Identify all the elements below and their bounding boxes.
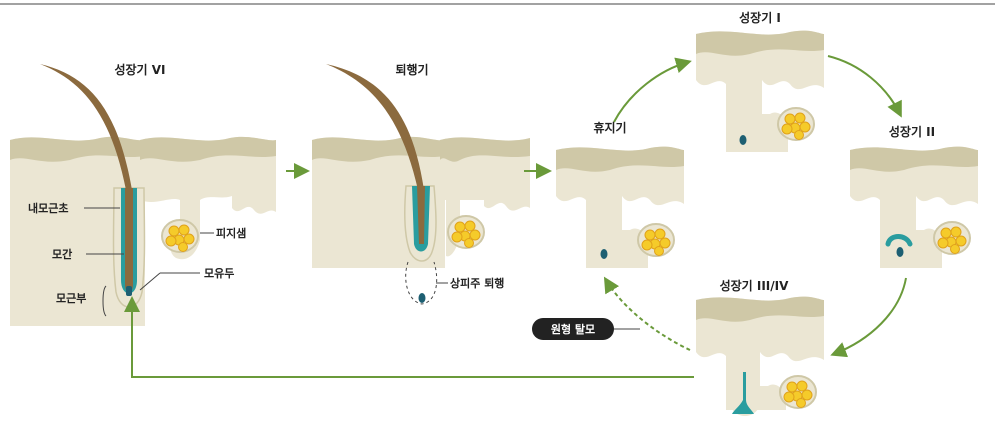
arrow-iii-to-telogen-dashed xyxy=(606,280,690,350)
stage-catagen xyxy=(312,64,530,304)
stage-anagen-iii-iv xyxy=(696,297,824,416)
title-anagen-iii-iv: 성장기 III/IV xyxy=(720,278,790,293)
label-hair-shaft: 모간 xyxy=(52,247,72,261)
exogen-pill: 원형 탈모 xyxy=(532,318,614,340)
title-telogen: 휴지기 xyxy=(593,120,626,135)
arrow-iii-to-vi-return xyxy=(132,300,694,377)
title-anagen-vi: 성장기 VI xyxy=(114,62,165,77)
title-anagen-i: 성장기 I xyxy=(739,10,781,25)
stage-anagen-vi xyxy=(10,64,276,326)
label-dermal-papilla: 모유두 xyxy=(204,267,234,280)
title-anagen-ii: 성장기 II xyxy=(889,124,935,139)
exogen-pill-label: 원형 탈모 xyxy=(551,322,595,336)
label-sebaceous-gland: 피지샘 xyxy=(216,226,246,240)
label-inner-root-sheath: 내모근초 xyxy=(28,201,68,215)
title-catagen: 퇴행기 xyxy=(395,62,428,77)
arrow-telogen-to-anagen-i xyxy=(614,62,688,122)
stage-anagen-i xyxy=(696,31,824,152)
stage-anagen-ii xyxy=(850,147,978,268)
label-epithelial-regression: 상피주 퇴행 xyxy=(450,276,504,290)
stage-telogen xyxy=(556,147,684,268)
label-hair-root: 모근부 xyxy=(56,292,86,305)
arrow-i-to-ii xyxy=(828,56,900,114)
arrow-ii-to-iii xyxy=(834,278,906,354)
